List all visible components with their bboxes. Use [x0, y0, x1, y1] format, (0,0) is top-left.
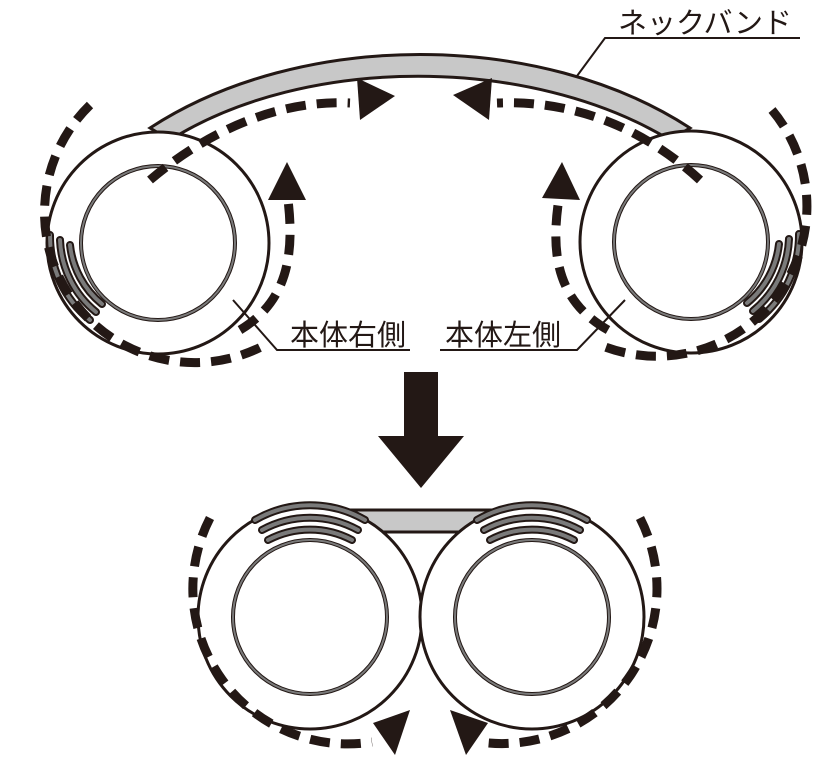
transition-down-arrow	[378, 372, 464, 488]
leader-line-body-right	[232, 299, 410, 351]
dashed-arrow-path-right-body-top	[147, 98, 351, 184]
folded-dashed-arc-right	[479, 515, 662, 749]
folded-state	[188, 501, 662, 755]
leader-line-body-left	[440, 299, 626, 351]
label-body-left: 本体左側	[445, 318, 561, 352]
arrowhead-left-body-top	[453, 78, 492, 120]
outer-dashed-arc-left	[40, 101, 268, 368]
unfolded-state: ネックバンド 本体右側 本体左側	[40, 6, 812, 368]
leader-line-neckband	[576, 37, 800, 77]
arrowhead-right-body-top	[357, 78, 395, 120]
vent-slots-folded-right	[473, 501, 591, 544]
label-neckband: ネックバンド	[618, 6, 792, 40]
arrowhead-folded-left	[373, 710, 410, 755]
body-right-unit	[45, 130, 271, 356]
folded-unit-right	[418, 501, 646, 731]
dashed-arrow-path-right-body-up	[237, 191, 295, 334]
folded-dashed-arc-left	[188, 515, 373, 749]
body-left-unit	[578, 129, 804, 355]
label-body-right: 本体右側	[290, 318, 406, 352]
dashed-arrow-path-left-body-up	[551, 191, 611, 334]
dashed-arrow-path-left-body-top	[496, 98, 704, 184]
arrowhead-folded-right	[450, 710, 488, 755]
outer-dashed-arc-right	[598, 107, 812, 361]
arrowhead-left-body-up	[542, 162, 580, 200]
arrowhead-right-body-up	[268, 162, 306, 200]
vent-slots-folded-left	[251, 501, 369, 544]
